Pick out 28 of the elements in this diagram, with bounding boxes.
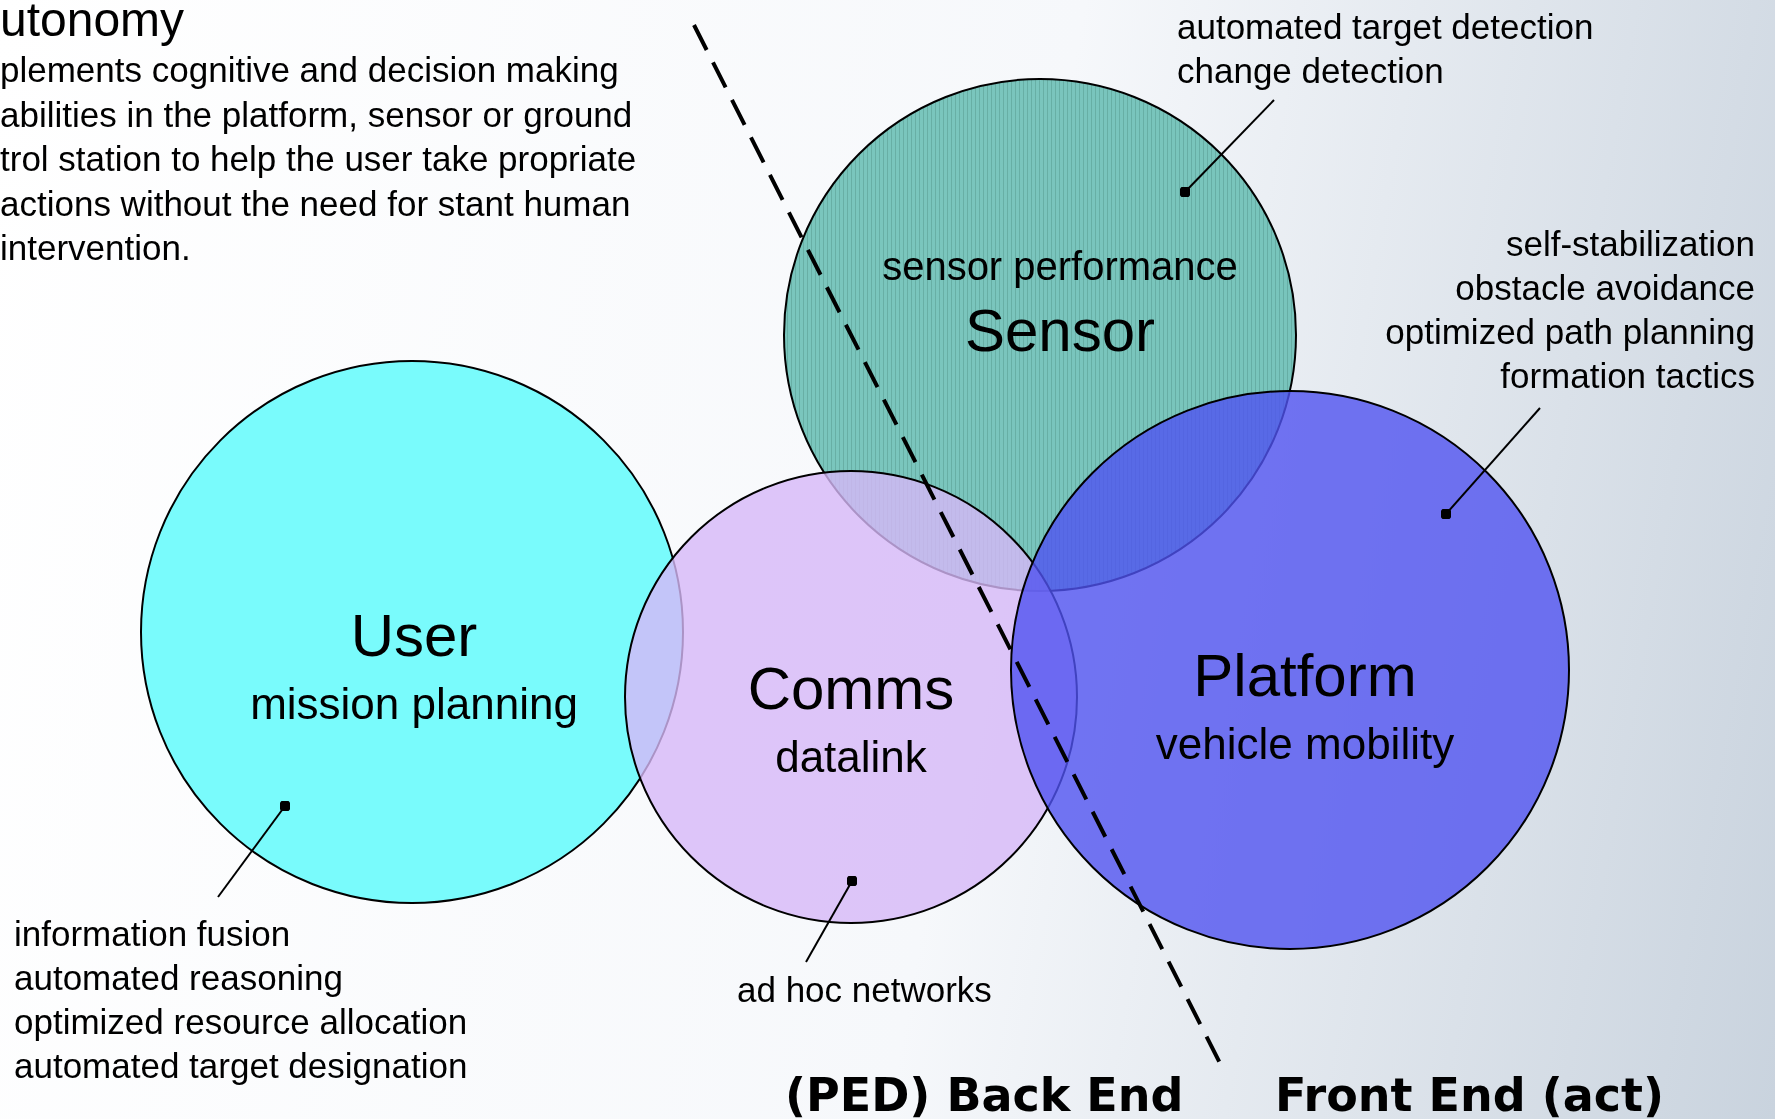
annotation-text: information fusion [14,913,292,955]
annotation-text: change detection [1177,50,1445,92]
annotation-text: ad hoc networks [737,969,992,1011]
annotation-text: self-stabilization [1505,223,1755,265]
leader-line [217,800,291,898]
annotation-text: optimized resource allocation [14,1001,468,1043]
platform-circle [1010,390,1570,950]
annotation-text: formation tactics [1499,355,1755,397]
section-label: Front End (act) [1275,1068,1664,1119]
circle-subtitle: sensor performance [882,243,1238,290]
annotation-text: automated target detection [1177,6,1594,48]
circle-subtitle: datalink [774,731,928,784]
annotation-text: automated target designation [14,1045,468,1087]
circle-title: Comms [747,654,955,725]
annotation-text: obstacle avoidance [1454,267,1755,309]
leader-line [1440,407,1541,520]
circle-subtitle: mission planning [250,678,578,731]
circle-title: Platform [1192,641,1418,712]
annotation-text: optimized path planning [1385,311,1755,353]
circle-subtitle: vehicle mobility [1155,718,1455,771]
circle-title: Sensor [963,296,1157,366]
section-label: (PED) Back End [785,1068,1184,1119]
annotation-text: automated reasoning [14,957,344,999]
description-text: plements cognitive and decision making abilities in the platform, sensor or ground trol station to help the user take propriate actions without the need for stant human intervention. [0,49,638,269]
leader-line [1179,99,1275,198]
leader-line [805,875,858,963]
title: utonomy [0,0,185,46]
circle-title: User [349,601,479,672]
